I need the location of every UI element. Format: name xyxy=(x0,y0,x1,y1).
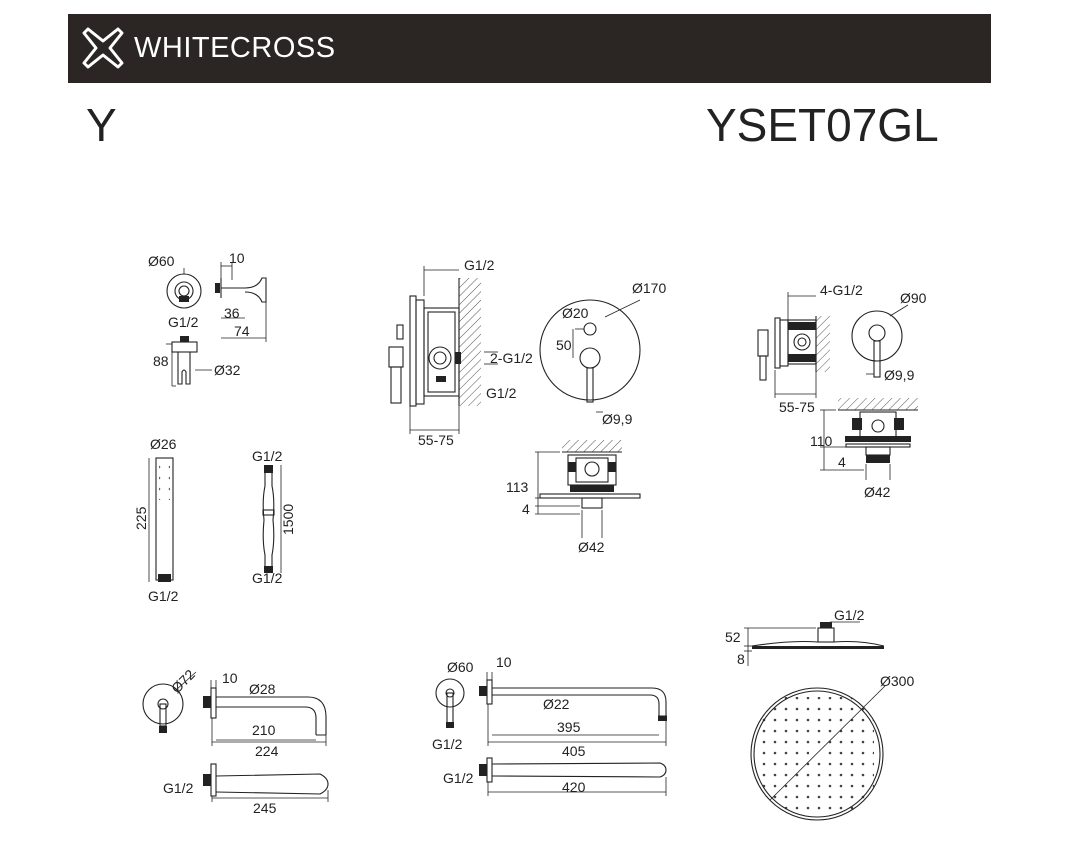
valve-depth-label: 55-75 xyxy=(779,399,815,415)
valve-escutcheon-label: Ø42 xyxy=(864,484,891,500)
valve-lever-diameter-label: Ø9,9 xyxy=(884,367,915,383)
holder-diameter-label: Ø32 xyxy=(214,362,241,378)
hose-bottom-thread-label: G1/2 xyxy=(252,570,283,586)
valve-plate-diameter-label: Ø90 xyxy=(900,290,927,306)
shower-head-drawing xyxy=(744,621,886,821)
elbow-depth-label: 36 xyxy=(224,305,240,321)
spout-thread-label: G1/2 xyxy=(163,780,194,796)
handshower-thread-label: G1/2 xyxy=(148,588,179,604)
plate-lever-diameter-label: Ø9,9 xyxy=(602,411,633,427)
spout-length-label: 245 xyxy=(253,800,277,816)
whitecross-cross-icon xyxy=(82,27,124,69)
spout-pipe-diameter-label: Ø28 xyxy=(249,681,276,697)
wall-elbow-drawing xyxy=(166,262,267,387)
mixer-side-thread-label: 2-G1/2 xyxy=(490,350,533,366)
mixer-plate-thickness-label: 4 xyxy=(522,501,530,517)
head-thread-label: G1/2 xyxy=(834,607,865,623)
head-thickness-label: 8 xyxy=(737,651,745,667)
hose-length-label: 1500 xyxy=(280,504,296,535)
valve-top-section-drawing xyxy=(820,398,918,480)
hose-top-thread-label: G1/2 xyxy=(252,448,283,464)
elbow-length-label: 74 xyxy=(234,323,250,339)
arm-thread-label: G1/2 xyxy=(432,736,463,752)
arm-pipe-diameter-label: Ø22 xyxy=(543,696,570,712)
handshower-diameter-label: Ø26 xyxy=(150,436,177,452)
arm-flange-diameter-label: Ø60 xyxy=(447,659,474,675)
valve-thread-label: 4-G1/2 xyxy=(820,282,863,298)
holder-height-label: 88 xyxy=(153,353,169,369)
elbow-offset-label: 10 xyxy=(229,250,245,266)
mixer-section-drawing xyxy=(388,266,498,434)
arm-lower-thread-label: G1/2 xyxy=(443,770,474,786)
brand-name: WHITECROSS xyxy=(134,31,336,64)
shower-arm-drawing xyxy=(435,672,667,796)
elbow-thread-label: G1/2 xyxy=(168,314,199,330)
mixer-bottom-thread-label: G1/2 xyxy=(486,385,517,401)
arm-lower-length-label: 420 xyxy=(562,779,586,795)
plate-offset-label: 50 xyxy=(556,337,572,353)
hose-drawing xyxy=(262,465,282,573)
spout-flange-width-label: 10 xyxy=(222,670,238,686)
spout-total-length-label: 224 xyxy=(255,743,279,759)
head-diameter-label: Ø300 xyxy=(880,673,914,689)
spout-reach-label: 210 xyxy=(252,722,276,738)
mixer-plate-drawing xyxy=(539,299,641,413)
valve-section-drawing xyxy=(757,292,830,398)
arm-flange-width-label: 10 xyxy=(496,654,512,670)
mixer-top-depth-label: 113 xyxy=(506,479,529,495)
mixer-escutcheon-label: Ø42 xyxy=(578,539,605,555)
mixer-top-thread-label: G1/2 xyxy=(464,257,495,273)
arm-reach-label: 395 xyxy=(557,719,581,735)
elbow-diameter-label: Ø60 xyxy=(148,253,175,269)
mixer-depth-label: 55-75 xyxy=(418,432,454,448)
hand-shower-drawing xyxy=(148,457,174,582)
model-code: YSET07GL xyxy=(706,99,939,151)
valve-top-depth-label: 110 xyxy=(810,433,833,449)
brand-logo: WHITECROSS xyxy=(82,27,336,69)
head-height-label: 52 xyxy=(725,629,741,645)
spout-flange-diameter-label: Ø72 xyxy=(168,666,198,696)
series-letter: Y xyxy=(86,99,117,151)
bath-spout-drawing xyxy=(142,671,329,802)
arm-total-length-label: 405 xyxy=(562,743,586,759)
plate-button-diameter-label: Ø20 xyxy=(562,305,589,321)
valve-plate-drawing xyxy=(851,304,909,378)
valve-plate-thickness-label: 4 xyxy=(838,454,846,470)
handshower-length-label: 225 xyxy=(133,506,149,530)
header-bar: WHITECROSS xyxy=(68,14,991,83)
mixer-top-section-drawing xyxy=(535,440,641,538)
plate-diameter-label: Ø170 xyxy=(632,280,666,296)
